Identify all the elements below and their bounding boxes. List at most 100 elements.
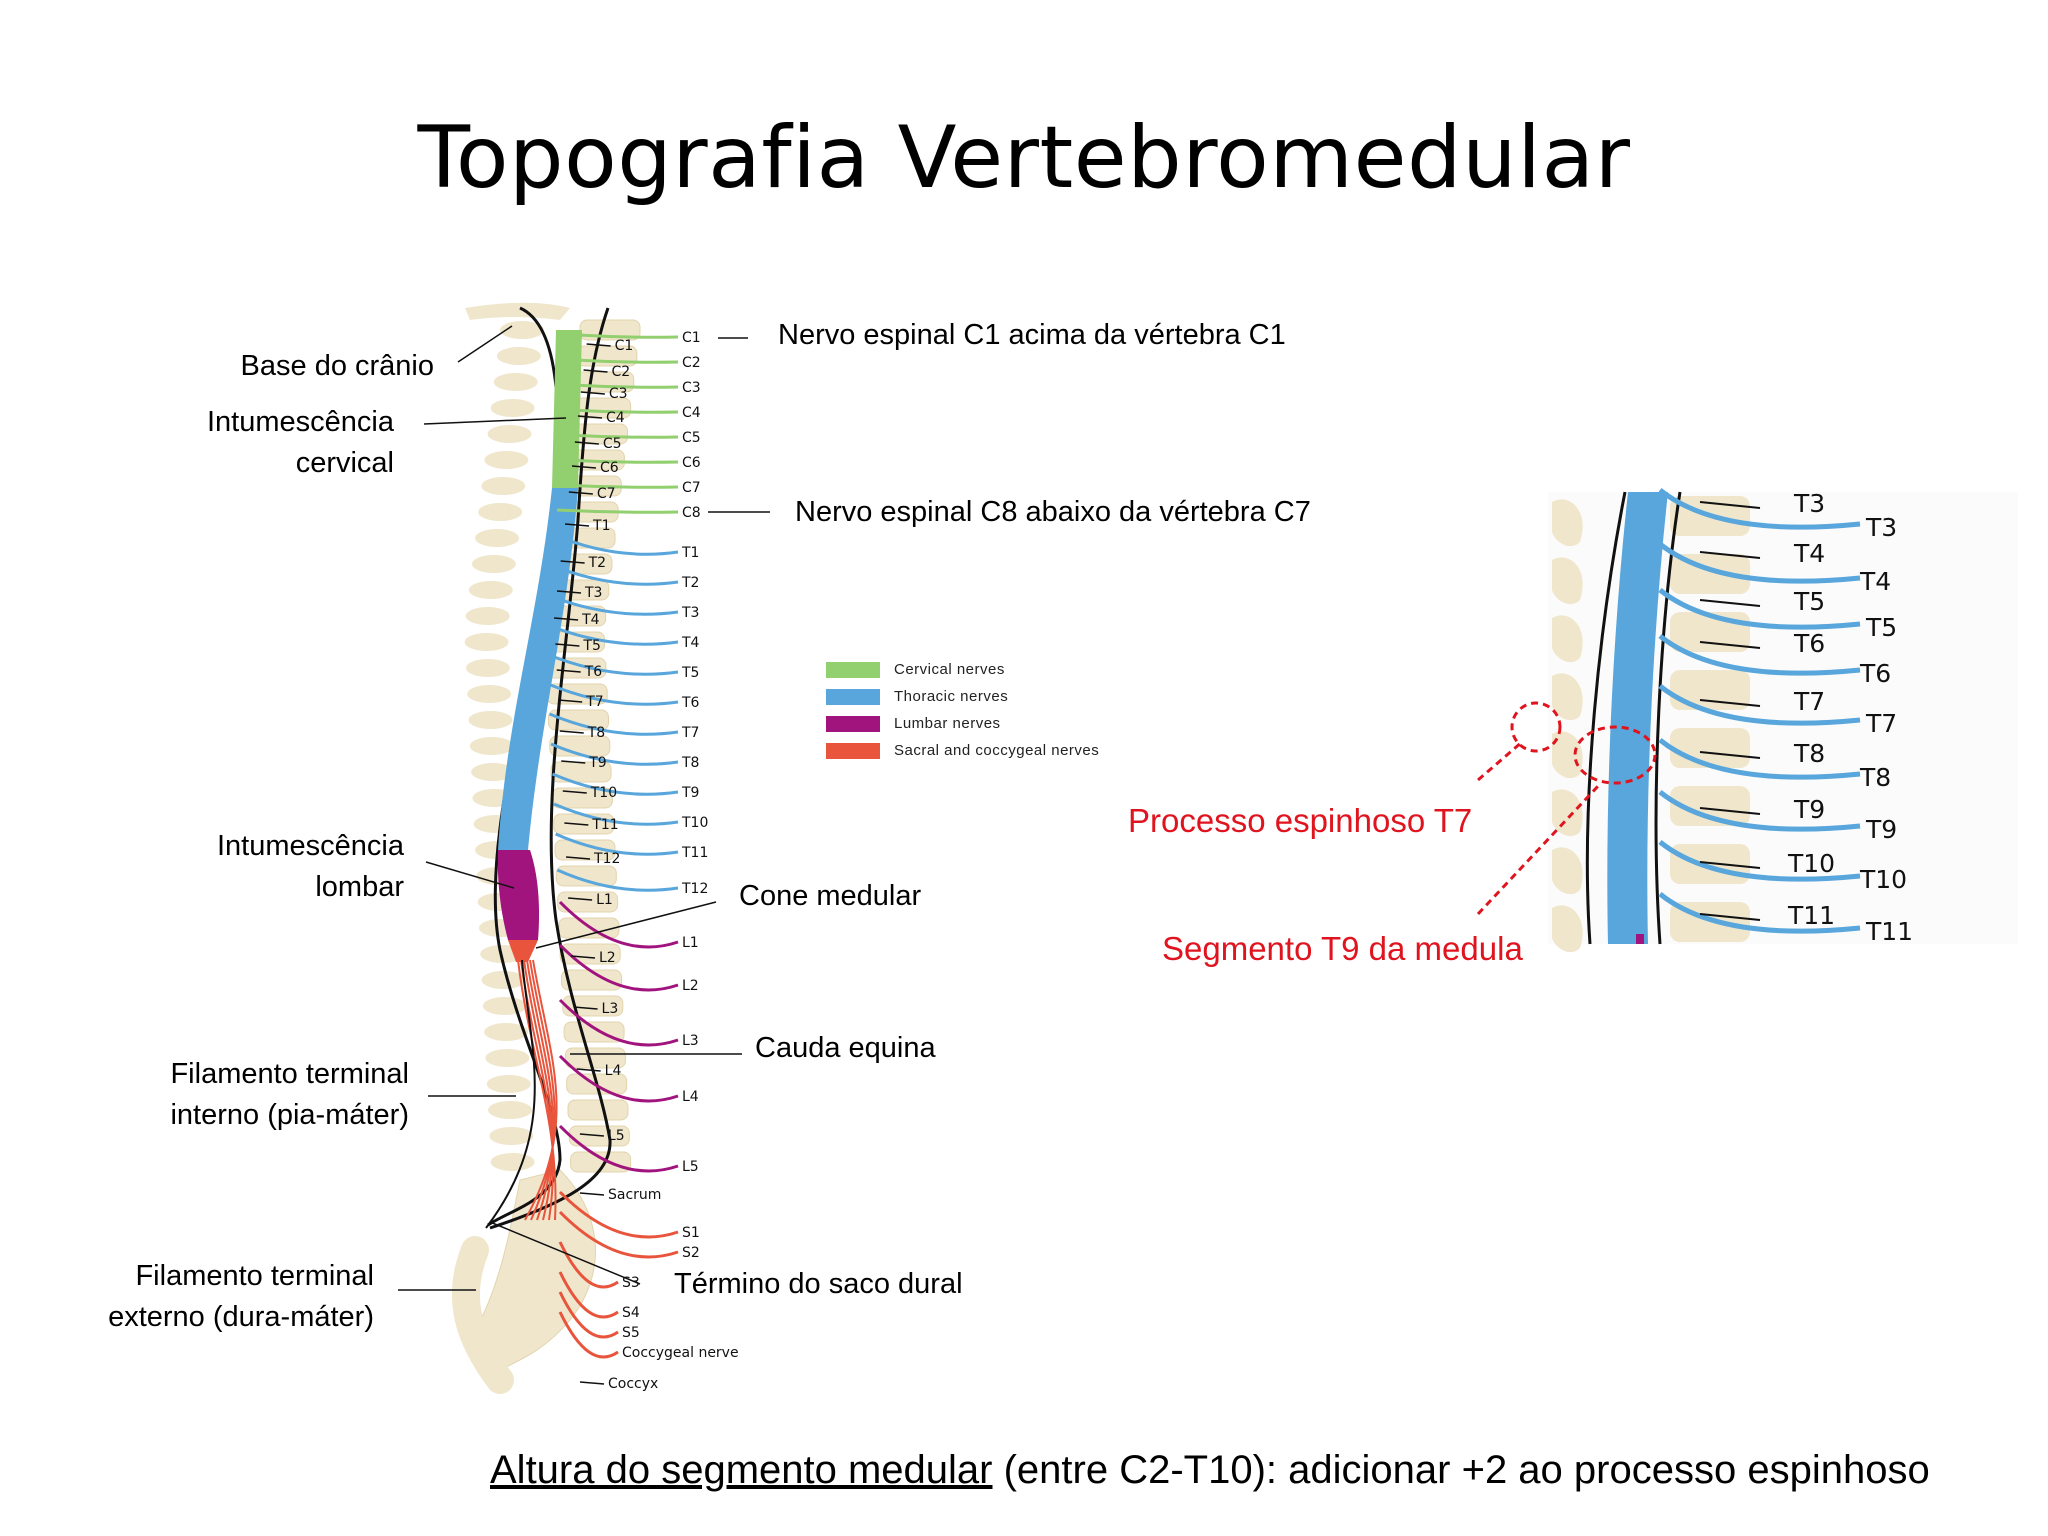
label-leader [489,1221,641,1285]
zoom-vertebra-label: T8 [1793,739,1825,768]
zoom-vertebra-leader [1699,551,1761,559]
spinous-process [469,737,514,755]
vertebra-label: Sacrum [608,1187,661,1203]
nerve-label: L1 [682,935,699,951]
nerve-label: C5 [682,430,701,446]
vertebral-body [555,865,617,887]
zoom-vertebra-leader [1699,699,1761,707]
nerve-root [558,943,679,992]
spinous-process [468,711,513,729]
vertebra-label: T8 [587,725,605,741]
nerve-root [558,1124,679,1173]
vertebra-leader [560,560,585,564]
vertebral-body [570,1151,632,1173]
filum-terminale [485,959,536,1229]
nerve-label: T12 [681,881,708,897]
vertebra-leader [568,897,593,901]
vertebra-label: L2 [599,950,616,966]
label-leader [535,901,717,949]
nerve-label: S5 [622,1325,640,1341]
zoom-vertebra-label: T6 [1793,629,1825,658]
spinous-process [481,477,526,495]
label-nervo-c8: Nervo espinal C8 abaixo da vértebra C7 [795,496,1311,528]
vertebra-label: T5 [582,638,600,654]
zoom-nerve-label: T11 [1865,917,1913,946]
legend-swatch [826,742,880,759]
footer-note: Altura do segmento medular (entre C2-T10… [490,1448,1930,1493]
legend-item: Sacral and coccygeal nerves [826,737,1099,764]
vertebra-leader [565,856,591,860]
zoom-nerve-label: T8 [1859,763,1891,792]
spinous-process [490,399,535,417]
cord-lumbar [497,850,540,940]
legend-label: Sacral and coccygeal nerves [894,742,1100,759]
vertebra-leader [562,790,587,794]
nerve-root [558,1054,679,1103]
zoom-vertebra-label: T5 [1793,587,1825,616]
zoom-vertebra-label: T3 [1793,489,1825,518]
zoom-nerve [1658,488,1861,530]
vertebra-leader [571,465,597,469]
zoom-spinous-process [1552,731,1583,779]
zoom-spinous-process [1552,499,1583,547]
zoom-vertebra-label: T9 [1793,795,1825,824]
vertebra-leader [561,760,586,764]
zoom-spinous-process [1552,789,1583,837]
nerve-root [551,532,679,556]
zoom-spinous-process [1552,557,1583,605]
nerve-label: T6 [681,695,700,711]
cauda-equina-strand [517,959,557,1221]
nerve-label: T8 [681,755,699,771]
nerve-label: C3 [682,380,701,396]
spinous-process [471,763,516,781]
nerve-label: T3 [681,605,699,621]
vertebra-leader [556,669,581,673]
label-base-cranio: Base do crânio [240,350,434,382]
vertebral-body [567,1099,629,1121]
nerve-root [558,1271,619,1319]
spinous-process [489,1127,534,1145]
nerve-label: C7 [682,480,701,496]
vertebra-leader [586,343,611,347]
vertebra-leader [570,955,596,959]
nerve-label: S2 [682,1245,700,1261]
nerve-label: T2 [681,575,699,591]
vertebral-body [557,891,619,913]
spinous-process [465,659,510,677]
vertebra-label: C4 [606,410,625,426]
cauda-equina-strand [523,959,554,1221]
vertebra-label: T2 [588,555,606,571]
legend-swatch [826,688,880,705]
vertebra-label: C7 [597,486,616,502]
page-title: Topografia Vertebromedular [417,108,1631,208]
arrow-processo [1477,740,1523,782]
label-termino-saco: Término do saco dural [674,1268,963,1300]
nerve-root [558,900,679,949]
legend-swatch [826,715,880,732]
legend-label: Lumbar nerves [894,715,1001,732]
nerve-label: C6 [682,455,701,471]
vertebra-label: L5 [608,1128,625,1144]
footer-underlined: Altura do segmento medular [490,1448,993,1492]
vertebra-leader [579,1133,604,1137]
zoom-vertebral-body [1670,786,1750,826]
vertebral-body [562,995,624,1017]
zoom-nerve-label: T6 [1859,659,1891,688]
vertebra-label: L4 [605,1063,622,1079]
zoom-dura-left [1585,491,1627,945]
nerve-root [568,408,679,414]
nerve-root [556,868,679,892]
vertebra-label: T4 [581,612,600,628]
vertebra-label: T1 [592,518,610,534]
spinous-process [487,425,532,443]
vertebra-label: C1 [615,338,634,354]
zoom-nerve-label: T5 [1865,613,1897,642]
nerve-label: C1 [682,330,701,346]
spinous-process [488,1101,532,1119]
nerve-root [544,592,679,616]
vertebral-body [548,709,609,731]
nerve-root [558,1210,679,1259]
label-leader [423,417,567,425]
legend-item: Thoracic nerves [826,683,1099,710]
spinous-process [464,633,509,651]
